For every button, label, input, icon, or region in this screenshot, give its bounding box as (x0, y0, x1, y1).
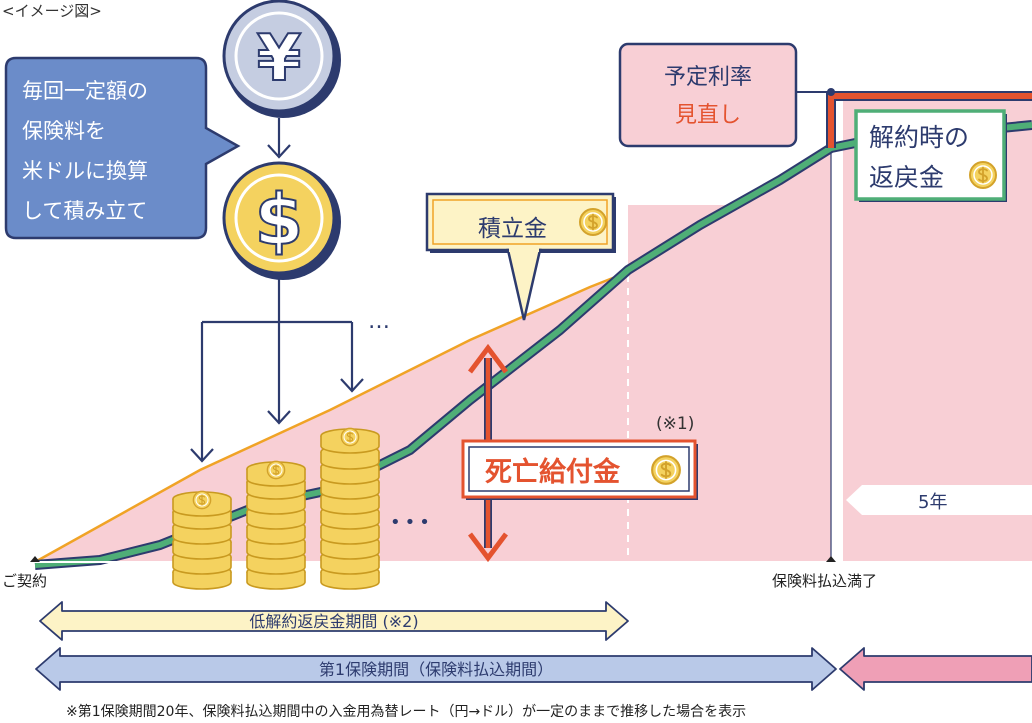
coin-stack-3 (320, 427, 380, 590)
rate-review-line-1: 予定利率 (664, 65, 752, 90)
more-arrows-ellipsis: … (368, 309, 390, 334)
more-stacks-ellipsis: ••• (390, 512, 434, 533)
contract-marker-icon (30, 556, 40, 562)
surrender-value-line-2: 返戻金 (869, 163, 944, 192)
accumulation-label: 積立金 (478, 216, 547, 242)
coin-stack-2 (246, 460, 306, 590)
bubble-line-3: 米ドルに換算 (22, 159, 148, 183)
paid-up-gap (831, 90, 843, 562)
speech-bubble (4, 56, 241, 240)
dollar-coin-icon (222, 161, 341, 280)
low-surrender-period-bar (39, 601, 629, 641)
renewal-period-label: 5年 (918, 492, 947, 513)
accumulation-line (34, 270, 629, 564)
timeline-paid-up: 保険料払込満了 (772, 572, 877, 590)
paid-up-marker-icon (826, 556, 836, 562)
rate-review-line-2: 見直し (675, 103, 741, 128)
death-benefit-label: 死亡給付金 (485, 456, 621, 488)
death-benefit-box (461, 439, 698, 500)
surrender-value-box (854, 109, 1007, 202)
yen-coin-icon (222, 0, 341, 118)
low-surrender-period-label: 低解約返戻金期間 (※2) (249, 612, 418, 631)
dollar-symbol: $ (255, 179, 304, 261)
footnote: ※第1保険期間20年、保険料払込期間中の入金用為替レート（円→ドル）が一定のまま… (66, 703, 746, 720)
timeline-start: ご契約 (2, 572, 47, 590)
renewal-period-box (846, 485, 1032, 515)
bubble-line-2: 保険料を (22, 119, 106, 143)
yen-symbol: ¥ (257, 22, 302, 96)
first-period-bar (35, 647, 837, 691)
first-period-label: 第1保険期間（保険料払込期間） (319, 660, 553, 679)
surrender-coin-icon (969, 161, 997, 189)
surrender-value-line-1: 解約時の (869, 123, 969, 152)
post-accumulation-area (628, 205, 831, 562)
coin-stack-1 (172, 490, 232, 590)
death-benefit-coin-icon (651, 455, 681, 485)
convert-arrow-icon (267, 118, 291, 159)
death-benefit-note: (※1) (656, 414, 694, 434)
accumulation-coin-icon (579, 208, 607, 236)
bubble-line-4: して積み立て (22, 199, 147, 223)
distribution-arrows (190, 276, 364, 463)
caption: <イメージ図> (2, 2, 102, 20)
second-period-bar (839, 647, 1032, 691)
rate-review-box (618, 42, 835, 148)
bubble-line-1: 毎回一定額の (22, 79, 148, 103)
